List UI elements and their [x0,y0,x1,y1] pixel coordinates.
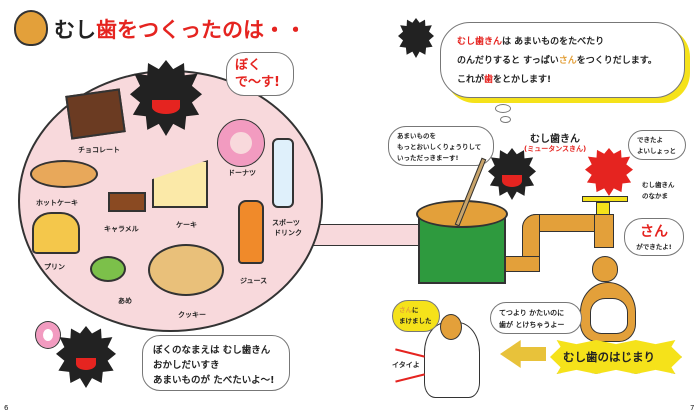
intro-bubble: ぼくのなまえは むし歯きん おかしだいすき あまいものが たべたいよ〜! [142,335,290,391]
candy-image [90,256,126,282]
title-icon [14,10,48,46]
start-badge-label: むし歯のはじまり [563,350,655,364]
thought-dot [500,116,511,123]
cook-bubble: あまいものを もっとおいしくりょうりして いっただっきまーす! [388,126,494,166]
juice-image [238,200,264,264]
friend-bubble: できたよ よいしょっと [628,130,686,160]
start-badge [550,340,682,374]
page-number: 7 [690,404,695,412]
acid-character [440,314,462,340]
friend-label: むし歯きん のなかま [642,181,675,200]
faucet-handle [582,196,628,202]
germ-mouth [76,358,96,370]
food-label: チョコレート [78,146,120,154]
acid-bubble: さん ができたよ! [624,218,684,256]
donut-image [217,119,265,167]
caramel-image [108,192,146,212]
thought-bubble: むし歯きんは あまいものをたべたり のんだりすると すっぱいさんをつくりだします… [440,22,685,98]
food-label: ドリンク [274,229,302,237]
food-label: クッキー [178,311,206,319]
germ-character [398,18,434,58]
friend-germ-character [585,148,633,196]
food-label: ドーナツ [228,169,256,177]
page-title: むし歯をつくったのは・・ [54,18,306,42]
germ-character [488,148,536,200]
food-label: ジュース [240,277,268,285]
thought-dot [495,104,511,113]
sports-drink-image [272,138,294,208]
food-label: ケーキ [176,221,197,229]
chocolate-image [65,88,126,140]
page-number: 6 [4,404,9,412]
arrow-left-icon [500,340,546,368]
pancake-image [30,160,98,188]
food-label: ホットケーキ [36,199,78,207]
pipe-spout [594,214,614,248]
pain-line [395,348,425,358]
acid-drop-character [592,256,618,282]
ouch-label: イタイよ [392,361,420,369]
germ-mouth [502,175,522,187]
cookies-image [148,244,224,296]
food-label: キャラメル [104,225,139,233]
lost-bubble: さんに まけました [392,300,440,332]
germ-shout-bubble: ぼく で〜す! [226,52,294,96]
tooth-bubble: てつより かたいのに 歯が とけちゃうよー [490,302,582,334]
connector-band [300,224,420,246]
food-label: プリン [44,263,65,271]
food-label: あめ [118,297,132,305]
pain-line [395,373,425,383]
pudding-image [32,212,80,254]
germ-mouth [152,100,180,114]
donut-image [35,321,61,349]
germ-name-sub: (ミュータンスきん) [524,145,587,153]
germ-character [56,326,116,388]
crying-tooth-face [590,298,628,334]
food-label: スポーツ [272,219,300,227]
germ-name: むし歯きん [530,134,580,145]
